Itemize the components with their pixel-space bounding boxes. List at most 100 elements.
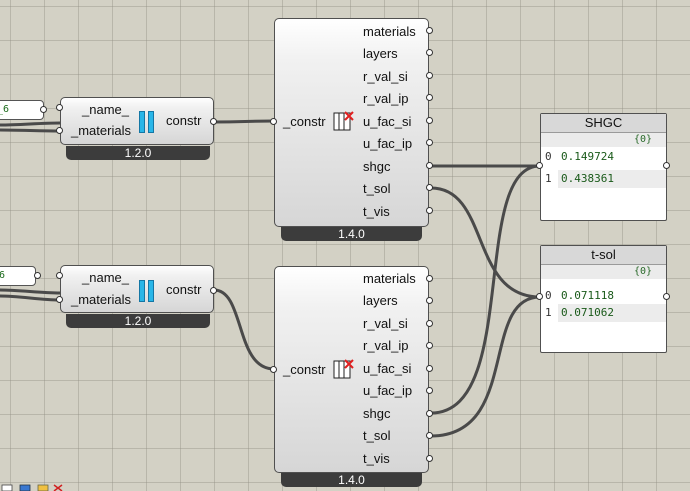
output-port-u-fac-ip[interactable] [426,387,433,394]
output-label-layers: layers [363,293,398,308]
version-footer: 1.2.0 [66,314,210,328]
output-label-t-vis: t_vis [363,451,390,466]
output-label-r-val-ip: r_val_ip [363,338,409,353]
construction-encoder-icon [139,280,155,302]
output-label-constr: constr [166,282,202,297]
input-label-materials: _materials [71,292,131,307]
row-index: 1 [545,306,552,319]
canvas-toolbar-icons[interactable] [0,484,70,491]
output-port-r-val-si[interactable] [426,72,433,79]
output-label-u-fac-si: u_fac_si [363,361,412,376]
output-label-u-fac-ip: u_fac_ip [363,383,413,398]
output-label-r-val-ip: r_val_ip [363,91,409,106]
output-label-r-val-si: r_val_si [363,316,408,331]
panel-row: 0 0.071118 [541,287,666,305]
output-port-materials[interactable] [426,27,433,34]
wire [0,288,62,295]
output-label-t-vis: t_vis [363,204,390,219]
input-label-name: _name_ [82,270,129,285]
output-port-constr[interactable] [210,287,217,294]
output-port-shgc[interactable] [426,410,433,417]
output-port-materials[interactable] [426,275,433,282]
panel-output-port[interactable] [663,293,670,300]
version-label: 1.2.0 [124,314,152,328]
output-port-r-val-ip[interactable] [426,94,433,101]
row-index: 1 [545,172,552,185]
output-port-u-fac-si[interactable] [426,117,433,124]
name-value: 6 [0,270,6,281]
wire [429,186,542,299]
input-port-materials[interactable] [56,296,63,303]
panel-title: t-sol [541,246,666,265]
panel-row: 1 0.438361 [541,170,666,188]
input-port-name[interactable] [56,272,63,279]
input-port-constr[interactable] [270,366,277,373]
panel-path: {0} [541,265,666,279]
panel-output-port[interactable] [663,162,670,169]
version-footer: 1.4.0 [281,227,422,241]
panel-title: SHGC [541,114,666,133]
construction-decoder-1[interactable]: _constr materials layers r_val_si r_val_… [274,18,429,227]
panel-input-port[interactable] [536,162,543,169]
output-label-t-sol: t_sol [363,181,391,196]
name-value: _6 [0,104,10,115]
output-port-r-val-ip[interactable] [426,342,433,349]
output-label-materials: materials [363,24,416,39]
name-input-box[interactable]: 6 [0,266,36,286]
construction-encoder-icon [139,111,155,133]
construction-decoder-icon [333,111,354,131]
output-label-shgc: shgc [363,159,391,174]
version-footer: 1.4.0 [281,473,422,487]
input-port-materials[interactable] [56,127,63,134]
output-label-shgc: shgc [363,406,391,421]
output-label-materials: materials [363,271,416,286]
name-output-port[interactable] [40,106,47,113]
output-port-t-vis[interactable] [426,207,433,214]
wire [429,164,542,415]
input-label-materials: _materials [71,123,131,138]
wire [429,295,542,438]
row-value: 0.438361 [558,170,666,188]
output-port-u-fac-ip[interactable] [426,139,433,146]
construction-encoder-2[interactable]: _name_ _materials constr [60,265,214,313]
panel-shgc[interactable]: SHGC {0} 0 0.149724 1 0.438361 [540,113,667,221]
panel-t-sol[interactable]: t-sol {0} 0 0.071118 1 0.071062 [540,245,667,353]
wire [212,119,276,124]
output-port-shgc[interactable] [426,162,433,169]
output-port-u-fac-si[interactable] [426,365,433,372]
row-index: 0 [545,289,552,302]
row-value: 0.071118 [561,289,614,302]
output-label-layers: layers [363,46,398,61]
input-label-name: _name_ [82,102,129,117]
output-label-t-sol: t_sol [363,428,391,443]
output-label-u-fac-si: u_fac_si [363,114,412,129]
output-port-r-val-si[interactable] [426,320,433,327]
panel-input-port[interactable] [536,293,543,300]
construction-decoder-2[interactable]: _constr materials layers r_val_si r_val_… [274,266,429,473]
output-label-constr: constr [166,113,202,128]
name-input-box[interactable]: _6 [0,100,44,120]
construction-encoder-1[interactable]: _name_ _materials constr [60,97,214,145]
version-label: 1.4.0 [338,473,365,487]
output-port-t-sol[interactable] [426,184,433,191]
output-port-t-sol[interactable] [426,432,433,439]
wire [212,288,276,371]
output-port-layers[interactable] [426,49,433,56]
output-port-constr[interactable] [210,118,217,125]
output-port-layers[interactable] [426,297,433,304]
panel-row: 0 0.149724 [541,148,666,166]
output-label-u-fac-ip: u_fac_ip [363,136,413,151]
output-port-t-vis[interactable] [426,455,433,462]
name-output-port[interactable] [34,272,41,279]
input-label-constr: _constr [283,114,326,129]
input-port-name[interactable] [56,104,63,111]
version-footer: 1.2.0 [66,146,210,160]
construction-decoder-icon [333,359,354,379]
panel-path: {0} [541,133,666,147]
wire [0,294,62,302]
version-label: 1.4.0 [338,227,365,241]
output-label-r-val-si: r_val_si [363,69,408,84]
input-port-constr[interactable] [270,118,277,125]
panel-row: 1 0.071062 [541,304,666,322]
input-label-constr: _constr [283,362,326,377]
